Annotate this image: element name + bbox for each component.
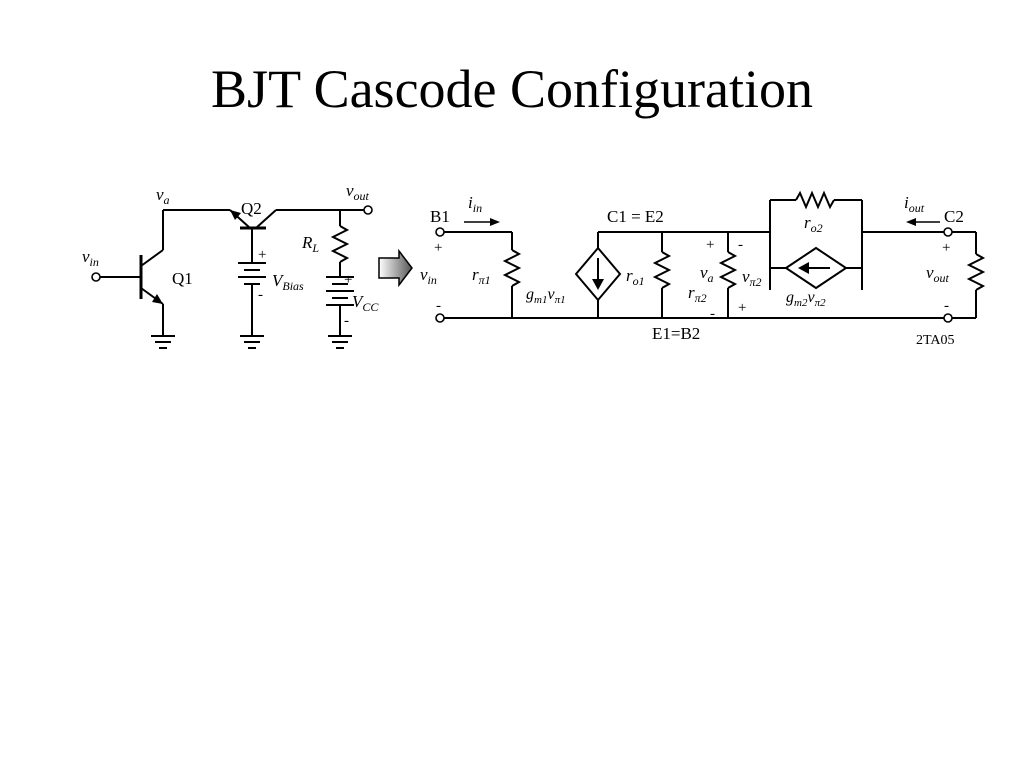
- rpi2-label: rπ2: [688, 283, 707, 305]
- input-ground-terminal: [435, 313, 445, 323]
- ss-va-label: va: [700, 263, 714, 285]
- ro2-resistor-icon: [795, 190, 835, 210]
- vcc-minus: -: [344, 313, 349, 329]
- vout-plus: +: [942, 240, 950, 256]
- gm2-current-source-icon: [770, 246, 862, 290]
- va-minus: -: [710, 306, 715, 322]
- vcc-battery-icon: [326, 276, 354, 349]
- slide-title: BJT Cascode Configuration: [211, 59, 813, 119]
- ss-vin-label: vin: [420, 265, 437, 287]
- vcc-plus: +: [344, 272, 352, 288]
- q1-ground-icon: [151, 335, 175, 349]
- vin-plus: +: [434, 240, 442, 256]
- iin-label: iin: [468, 193, 482, 215]
- right-arrow-icon: [378, 248, 413, 288]
- vout-minus: -: [944, 298, 949, 314]
- e1-b2-label: E1=B2: [652, 324, 700, 343]
- va-label: va: [156, 185, 170, 207]
- vin-terminal: [91, 272, 101, 282]
- rpi2-resistor-icon: [718, 232, 738, 318]
- rpi1-resistor-icon: [502, 249, 522, 318]
- cascode-schematic: vin Q1 va Q2: [82, 181, 379, 349]
- ro1-resistor-icon: [652, 232, 672, 318]
- figure-ref: 2TA05: [916, 333, 955, 348]
- iout-label: iout: [904, 193, 925, 215]
- q2-transistor: [229, 209, 277, 262]
- output-ground-terminal: [943, 313, 953, 323]
- vpi2-plus: +: [738, 300, 746, 316]
- vbias-label: VBias: [272, 271, 304, 293]
- c2-label: C2: [944, 207, 964, 226]
- va-plus: +: [706, 237, 714, 253]
- q1-label: Q1: [172, 269, 193, 288]
- b1-label: B1: [430, 207, 450, 226]
- c1-e2-label: C1 = E2: [607, 207, 664, 226]
- gm2-label: gm2vπ2: [786, 289, 826, 309]
- c2-terminal: [943, 227, 953, 237]
- q1-transistor: [139, 210, 164, 336]
- b1-terminal: [435, 227, 445, 237]
- q2-label: Q2: [241, 199, 262, 218]
- vpi2-minus: -: [738, 237, 743, 253]
- ss-vout-label: vout: [926, 263, 950, 285]
- ro2-label: ro2: [804, 213, 823, 235]
- vbias-plus: +: [258, 247, 266, 263]
- small-signal-model: B1 + - vin iin rπ1 gm1vπ1: [420, 190, 986, 348]
- rpi1-label: rπ1: [472, 265, 491, 287]
- gm1-label: gm1vπ1: [526, 286, 566, 306]
- rl-resistor-icon: [330, 210, 350, 276]
- vin-minus: -: [436, 298, 441, 314]
- vout-label: vout: [346, 181, 370, 203]
- ro1-label: ro1: [626, 266, 645, 288]
- vin-label: vin: [82, 247, 99, 269]
- gm1-current-source-icon: [574, 232, 622, 318]
- vbias-minus: -: [258, 287, 263, 303]
- vout-terminal: [363, 205, 373, 215]
- vbias-battery-icon: [238, 262, 266, 349]
- rl-label: RL: [301, 233, 319, 255]
- vpi2-label: vπ2: [742, 267, 762, 289]
- vcc-label: VCC: [352, 292, 379, 314]
- output-resistor-icon: [966, 232, 986, 318]
